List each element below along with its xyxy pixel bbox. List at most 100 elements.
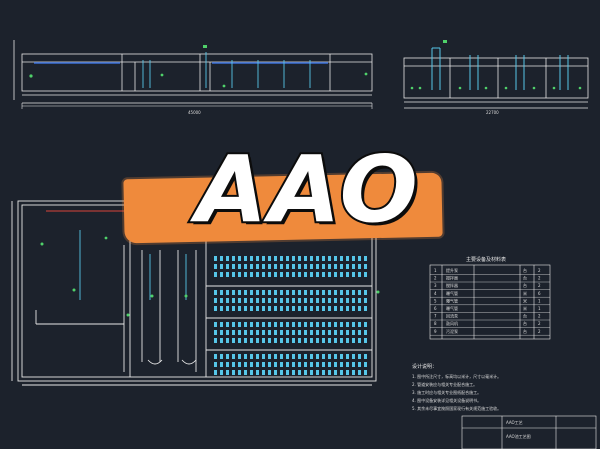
diffuser-mark [298, 354, 301, 359]
table-cell: 8 [434, 321, 437, 326]
notes-line: 2. 管道安装应与相关专业配合施工。 [412, 381, 477, 387]
diffuser-mark [268, 370, 271, 375]
diffuser-mark [244, 338, 247, 343]
diffuser-mark [364, 306, 367, 311]
diffuser-mark [286, 290, 289, 295]
diffuser-mark [268, 272, 271, 277]
diffuser-mark [298, 338, 301, 343]
diffuser-mark [250, 354, 253, 359]
diffuser-mark [364, 290, 367, 295]
diffuser-mark [280, 306, 283, 311]
plan-view [11, 200, 377, 386]
diffuser-mark [328, 322, 331, 327]
diffuser-mark [262, 256, 265, 261]
diffuser-mark [274, 306, 277, 311]
diffuser-mark [298, 272, 301, 277]
diffuser-mark [334, 330, 337, 335]
diffuser-mark [280, 256, 283, 261]
notes-line: 5. 其余未尽事宜按照国家现行有关规范施工验收。 [412, 405, 501, 411]
diffuser-mark [256, 272, 259, 277]
diffuser-mark [358, 298, 361, 303]
diffuser-mark [346, 370, 349, 375]
diffuser-mark [310, 290, 313, 295]
diffuser-mark [280, 370, 283, 375]
diffuser-mark [256, 354, 259, 359]
dimension-label: 45000 [188, 110, 201, 115]
diffuser-mark [274, 256, 277, 261]
diffuser-mark [316, 322, 319, 327]
diffuser-mark [220, 330, 223, 335]
diffuser-mark [280, 322, 283, 327]
diffuser-mark [256, 298, 259, 303]
diffuser-mark [346, 272, 349, 277]
diffuser-mark [226, 338, 229, 343]
diffuser-mark [322, 370, 325, 375]
table-cell: 2 [538, 283, 541, 288]
table-cell: 台 [523, 328, 527, 334]
diffuser-mark [322, 264, 325, 269]
table-cell: 1 [538, 306, 541, 311]
diffuser-mark [340, 322, 343, 327]
diffuser-mark [280, 338, 283, 343]
diffuser-mark [292, 370, 295, 375]
diffuser-mark [274, 272, 277, 277]
diffuser-mark [262, 272, 265, 277]
diffuser-mark [310, 362, 313, 367]
diffuser-mark [298, 306, 301, 311]
diffuser-mark [268, 290, 271, 295]
diffuser-mark [214, 298, 217, 303]
diffuser-mark [310, 264, 313, 269]
table-cell: 2 [538, 268, 541, 273]
diffuser-mark [310, 370, 313, 375]
page-title: AAO [194, 136, 420, 243]
diffuser-mark [214, 290, 217, 295]
diffuser-mark [214, 264, 217, 269]
diffuser-mark [346, 290, 349, 295]
diffuser-mark [226, 298, 229, 303]
diffuser-mark [340, 256, 343, 261]
diffuser-mark [334, 272, 337, 277]
diffuser-mark [298, 322, 301, 327]
diffuser-mark [340, 272, 343, 277]
diffuser-mark [334, 370, 337, 375]
diffuser-mark [328, 298, 331, 303]
diffuser-mark [232, 330, 235, 335]
section-elevation-right [403, 57, 589, 109]
diffuser-mark [334, 256, 337, 261]
diffuser-mark [250, 330, 253, 335]
diffuser-mark [316, 306, 319, 311]
diffuser-mark [328, 272, 331, 277]
diffuser-mark [316, 298, 319, 303]
diffuser-mark [352, 330, 355, 335]
diffuser-mark [232, 306, 235, 311]
diffuser-mark [238, 370, 241, 375]
diffuser-mark [322, 272, 325, 277]
diffuser-mark [250, 322, 253, 327]
section-left-markers [29, 45, 368, 88]
diffuser-mark [292, 264, 295, 269]
diffuser-mark [232, 272, 235, 277]
diffuser-mark [214, 370, 217, 375]
diffuser-mark [340, 370, 343, 375]
diffuser-mark [244, 322, 247, 327]
diffuser-mark [328, 306, 331, 311]
diffuser-mark [220, 290, 223, 295]
diffuser-mark [352, 256, 355, 261]
diffuser-mark [358, 306, 361, 311]
diffuser-mark [250, 338, 253, 343]
diffuser-mark [226, 272, 229, 277]
diffuser-mark [262, 322, 265, 327]
diffuser-mark [304, 362, 307, 367]
diffuser-mark [364, 354, 367, 359]
diffuser-mark [304, 264, 307, 269]
table-cell: 曝气管 [446, 290, 458, 296]
diffuser-mark [214, 256, 217, 261]
table-cell: 提升泵 [446, 267, 458, 273]
section-elevation-left [13, 40, 373, 104]
section-left-dimension-lines [21, 103, 373, 109]
diffuser-mark [262, 290, 265, 295]
notes-line: 4. 图中设备安装详见相关设备说明书。 [412, 397, 481, 403]
diffuser-mark [238, 306, 241, 311]
diffuser-mark [262, 330, 265, 335]
diffuser-mark [352, 322, 355, 327]
